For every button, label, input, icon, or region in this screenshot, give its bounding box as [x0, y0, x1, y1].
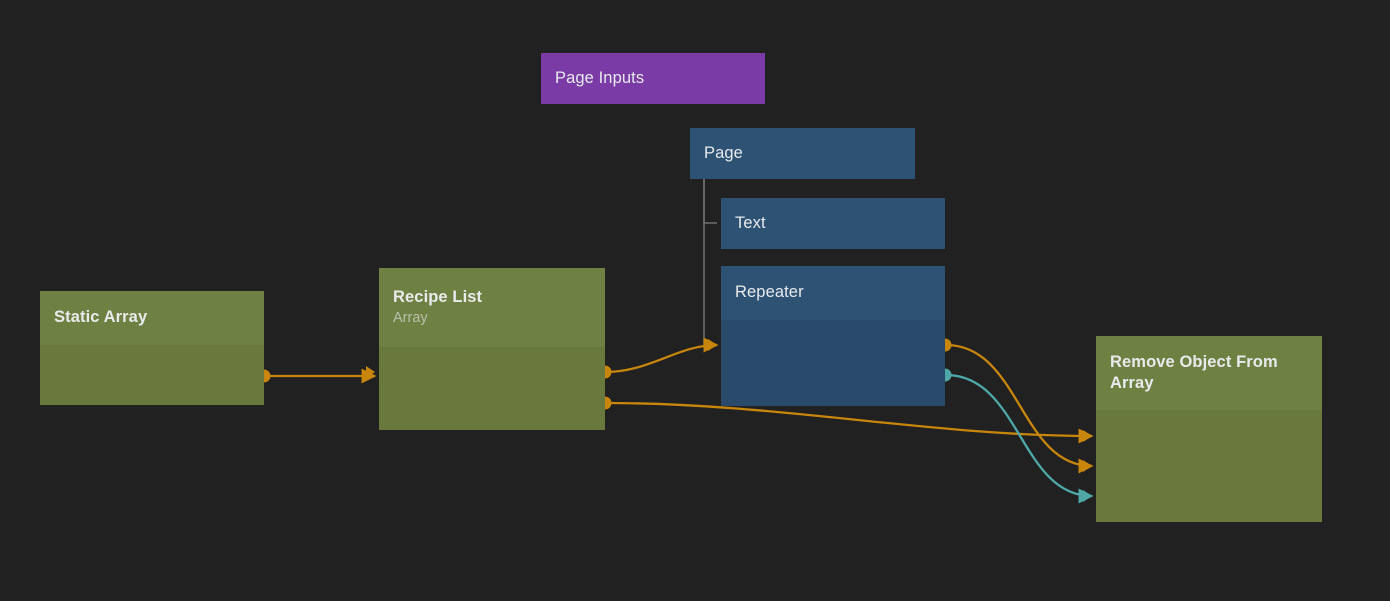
node-header-repeater[interactable]: Repeater	[721, 266, 945, 320]
node-header-static-array[interactable]: Static Array	[40, 291, 264, 345]
tree-link-page-to-repeater	[703, 179, 717, 346]
node-title-page: Page	[704, 143, 743, 162]
wire-recipe-items-to-repeater-items[interactable]	[604, 337, 719, 374]
node-title-recipe-list: Recipe List	[393, 288, 483, 307]
node-title-remove-object-from-array: Remove Object From Array	[1110, 352, 1278, 392]
node-header-page[interactable]: Page	[690, 128, 915, 179]
node-title-static-array: Static Array	[54, 308, 148, 327]
input-port-items[interactable]	[708, 339, 717, 351]
wire-repeater-itemid-to-object-id[interactable]	[945, 343, 1094, 474]
node-subtitle-recipe-list: Array	[393, 310, 428, 327]
node-body-recipe-list: ItemsId	[379, 347, 605, 430]
node-body-repeater: ItemsItem IdRequest Delete	[721, 320, 945, 406]
node-title-page-inputs: Page Inputs	[555, 68, 645, 87]
node-repeater[interactable]: RepeaterItemsItem IdRequest Delete	[721, 266, 945, 406]
node-header-text[interactable]: Text	[721, 198, 945, 249]
input-port-port[interactable]	[366, 366, 375, 378]
input-port-do[interactable]	[1083, 490, 1092, 502]
node-title-text: Text	[735, 213, 766, 232]
node-header-remove-object-from-array[interactable]: Remove Object From Array	[1096, 336, 1322, 410]
node-recipe-list[interactable]: Recipe ListArrayItemsId	[379, 268, 605, 430]
tree-link-group	[703, 179, 717, 346]
wire-repeater-requestdelete-to-do[interactable]	[945, 373, 1094, 504]
node-page[interactable]: Page	[690, 128, 915, 179]
node-header-page-inputs[interactable]: Page Inputs	[541, 53, 765, 104]
node-title-repeater: Repeater	[735, 283, 804, 302]
input-port-array-id[interactable]	[1083, 430, 1092, 442]
node-remove-object-from-array[interactable]: Remove Object From ArrayArray IdObject I…	[1096, 336, 1322, 522]
tree-link-page-to-text	[703, 179, 717, 224]
node-body-remove-object-from-array: Array IdObject IdDo	[1096, 410, 1322, 522]
node-body-static-array: Items	[40, 345, 264, 405]
wire-recipe-id-to-array-id[interactable]	[604, 401, 1094, 444]
input-port-object-id[interactable]	[1083, 460, 1092, 472]
node-static-array[interactable]: Static ArrayItems	[40, 291, 264, 405]
node-page-inputs[interactable]: Page Inputs	[541, 53, 765, 104]
node-text[interactable]: Text	[721, 198, 945, 249]
